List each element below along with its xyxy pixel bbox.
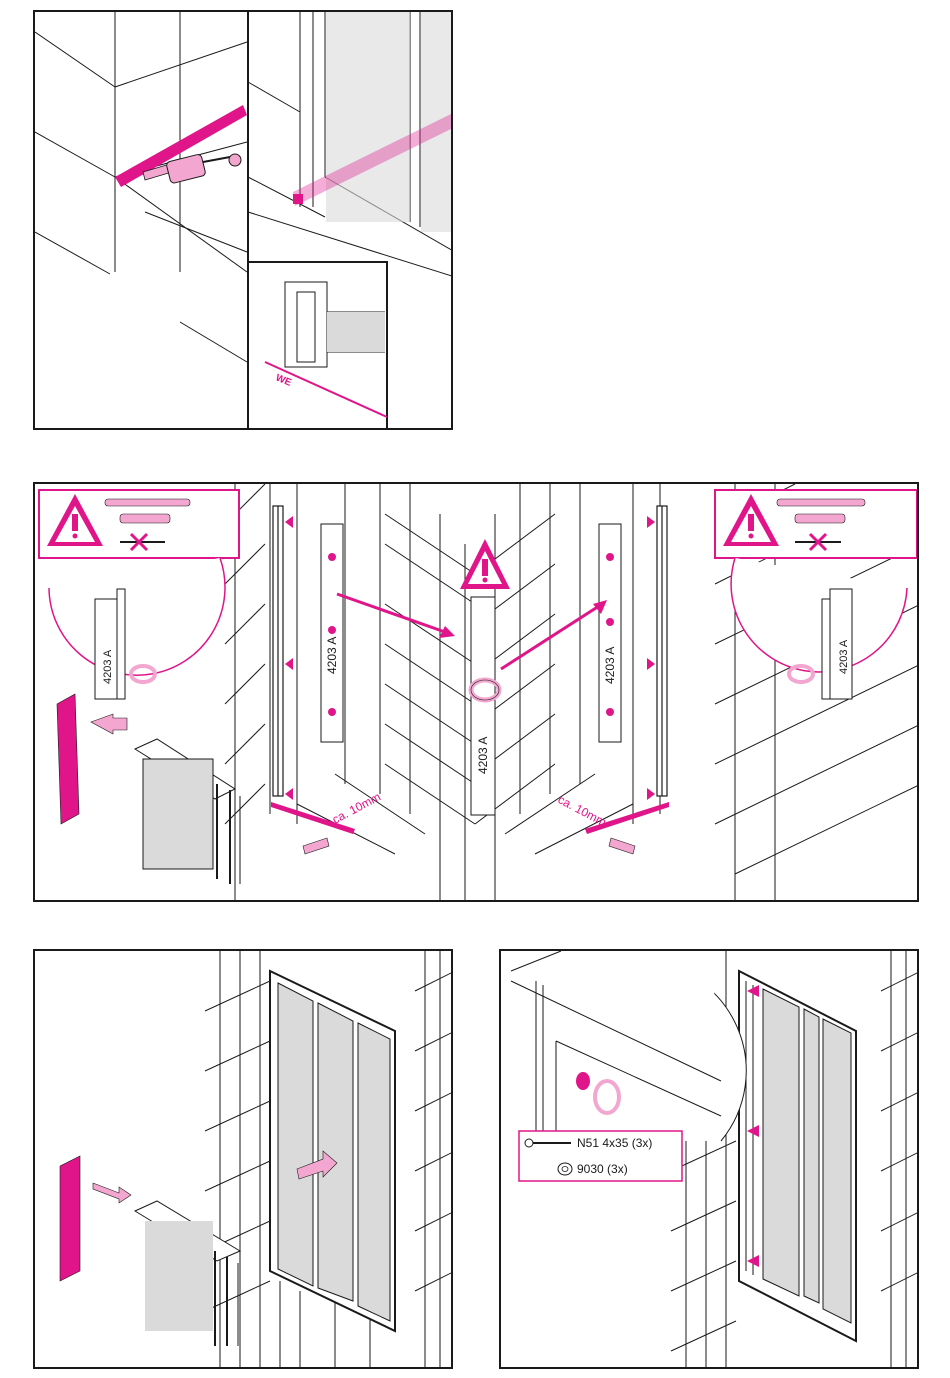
hole-right-3 <box>606 708 614 716</box>
drill-bit-icon <box>777 499 865 506</box>
panel-step-4-fix-screws: N51 4x35 (3x) 9030 (3x) <box>499 949 919 1369</box>
drill-mark-right-2 <box>647 658 655 670</box>
profile-strip-center <box>471 597 495 815</box>
sealing-point <box>293 194 303 204</box>
panel-step-3-insert-door <box>33 949 453 1369</box>
panel-step-4-illustration: N51 4x35 (3x) 9030 (3x) <box>501 951 919 1369</box>
hole-left-3 <box>328 708 336 716</box>
push-arrow-icon <box>609 838 635 854</box>
move-arrow-right <box>501 600 607 669</box>
wall-profile-piece <box>57 694 79 824</box>
wall-profile-piece <box>60 1156 80 1281</box>
tile-wall-left <box>35 12 247 362</box>
detail-circle-right: 4203 A <box>731 558 907 699</box>
push-arrow-icon <box>93 1183 131 1203</box>
panel-step-2-illustration: 4203 A 4203 A 4203 A <box>35 484 919 902</box>
panel-step-3-illustration <box>35 951 453 1369</box>
panel-step-2-profiles: 4203 A 4203 A 4203 A <box>33 482 919 902</box>
profile-code-detail-left: 4203 A <box>102 649 114 684</box>
screw-label: N51 4x35 (3x) <box>577 1136 652 1150</box>
move-arrow-left <box>337 594 455 638</box>
drill-mark-left-1 <box>285 516 293 528</box>
profile-code-right: 4203 A <box>603 647 617 684</box>
door-frame-mini <box>135 1201 240 1346</box>
drill-mark-right-3 <box>647 788 655 800</box>
detail-glass <box>327 312 385 352</box>
gap-label-right: ca. 10mm <box>556 792 609 829</box>
tile-wall-center-left <box>270 484 475 902</box>
push-arrow-icon <box>91 714 127 734</box>
drill-bit-icon <box>105 499 190 506</box>
door-frame-mini <box>135 739 240 884</box>
hole-left-2 <box>328 626 336 634</box>
detail-circle-left: 4203 A <box>49 558 225 699</box>
wall-plug-icon <box>795 514 845 523</box>
detail-circle <box>501 951 746 1141</box>
profile-code-center: 4203 A <box>476 737 490 774</box>
profile-code-left: 4203 A <box>325 637 339 674</box>
drill-mark-right-1 <box>647 516 655 528</box>
sliding-door <box>739 971 856 1341</box>
cap-label: 9030 (3x) <box>577 1162 628 1176</box>
hole-right-1 <box>606 553 614 561</box>
push-arrow-icon <box>303 838 329 854</box>
drill-mark-left-2 <box>285 658 293 670</box>
wall-profile-left <box>273 506 283 796</box>
sliding-door <box>270 971 395 1331</box>
hole-left-1 <box>328 553 336 561</box>
warning-icon <box>460 539 510 589</box>
glass-pane <box>326 12 410 222</box>
profile-code-detail-right: 4203 A <box>838 639 850 674</box>
gap-label-left: ca. 10mm <box>330 790 383 827</box>
cap-icon <box>558 1163 572 1175</box>
wall-profile-right <box>657 506 667 796</box>
panel-step-1-illustration: WE <box>35 12 453 430</box>
drill-mark-left-3 <box>285 788 293 800</box>
hole-right-2 <box>606 618 614 626</box>
panel-step-1-sealing: WE <box>33 10 453 430</box>
wall-plug-icon <box>120 514 170 523</box>
